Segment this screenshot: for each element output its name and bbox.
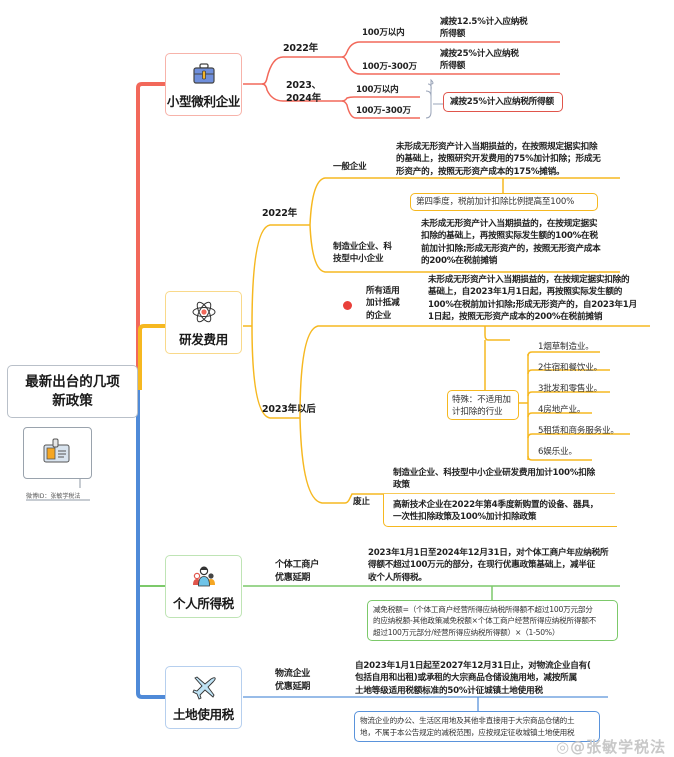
airplane-icon xyxy=(191,676,216,700)
abolished-item[interactable]: 制造业企业、科技型中小企业研发费用加计100%扣除 政策 xyxy=(393,468,596,491)
industry-item[interactable]: 4房地产业。 xyxy=(538,405,586,415)
abolished-frame xyxy=(383,494,617,527)
atom-icon xyxy=(192,301,215,323)
industry-item[interactable]: 6娱乐业。 xyxy=(538,447,577,457)
exclusion-text: 物流企业的办公、生活区用地及其他非直接用于大宗商品仓储的土 地，不属于本公告规定… xyxy=(360,716,575,737)
industry-item[interactable]: 3批发和零售业。 xyxy=(538,384,603,394)
leaf-label[interactable]: 个体工商户 优惠延期 xyxy=(275,560,320,583)
id-badge xyxy=(23,427,92,479)
industry-item[interactable]: 5租赁和商务服务业。 xyxy=(538,426,619,436)
leaf-label[interactable]: 制造业企业、科 技型中小企业 xyxy=(333,242,392,265)
rnd-lines xyxy=(243,177,650,504)
id-card-icon xyxy=(43,438,70,463)
category-title: 研发费用 xyxy=(179,332,228,347)
leaf-label[interactable]: 100万以内 xyxy=(356,85,399,95)
note-text: 第四季度，税前加计扣除比例提高至100% xyxy=(416,197,575,207)
formula-text: 减免税额=（个体工商户经营所得应纳税所得额不超过100万元部分 的应纳税额-其他… xyxy=(373,605,597,637)
leaf-label[interactable]: 物流企业 优惠延期 xyxy=(275,669,311,692)
category-title: 个人所得税 xyxy=(172,596,234,611)
land-lines xyxy=(243,696,608,711)
leaf-rule[interactable]: 自2023年1月1日起至2027年12月31日止，对物流企业自有( 包括自用和出… xyxy=(355,661,591,696)
category-rnd[interactable]: 研发费用 xyxy=(165,291,242,354)
branch-2022[interactable]: 2022年 xyxy=(283,43,318,54)
leaf-rule[interactable]: 减按25%计入应纳税 所得额 xyxy=(440,49,519,72)
root-topic[interactable]: 最新出台的几项 新政策 xyxy=(7,365,138,418)
note-box[interactable]: 第四季度，税前加计扣除比例提高至100% xyxy=(410,193,598,211)
branch-2023-later[interactable]: 2023年以后 xyxy=(262,404,316,415)
summary-box[interactable]: 减按25%计入应纳税所得额 xyxy=(443,92,563,112)
watermark: ◎@张敏学税法 xyxy=(556,738,667,756)
leaf-rule[interactable]: 未形成无形资产计入当期损益的，在按规定据实 扣除的基础上，再按照实际发生额的10… xyxy=(421,219,601,267)
trunk-yellow xyxy=(138,324,165,390)
small-micro-lines xyxy=(243,41,560,119)
branch-2023-2024[interactable]: 2023、 2024年 xyxy=(286,80,321,104)
branch-2022[interactable]: 2022年 xyxy=(262,208,297,219)
category-title: 小型微利企业 xyxy=(166,94,241,109)
leaf-rule[interactable]: 减按12.5%计入应纳税 所得额 xyxy=(440,17,528,40)
leaf-rule[interactable]: 未形成无形资产计入当期损益的，在按照规定据实扣除 的基础上，按照研究开发费用的7… xyxy=(396,142,601,177)
leaf-label[interactable]: 100万-300万 xyxy=(356,106,411,116)
special-industries-box[interactable]: 特殊：不适用加 计扣除的行业 xyxy=(447,390,519,420)
category-land[interactable]: 土地使用税 xyxy=(165,666,242,729)
leaf-label[interactable]: 一般企业 xyxy=(333,162,367,172)
people-icon xyxy=(192,566,215,587)
leaf-label[interactable]: 100万-300万 xyxy=(362,62,417,72)
trunk-blue xyxy=(136,390,165,699)
briefcase-icon xyxy=(192,63,215,84)
leaf-label[interactable]: 100万以内 xyxy=(362,28,405,38)
personal-lines xyxy=(243,585,620,600)
leaf-label[interactable]: 所有适用 加计抵减 的企业 xyxy=(366,286,400,321)
weibo-id-label: 微博ID：张敏学税法 xyxy=(26,493,81,500)
leaf-rule[interactable]: 2023年1月1日至2024年12月31日，对个体工商户年应纳税所 得额不超过1… xyxy=(368,548,609,583)
badge-underline xyxy=(26,478,90,501)
special-label: 特殊：不适用加 计扣除的行业 xyxy=(452,395,511,418)
category-title: 土地使用税 xyxy=(172,707,234,722)
abolished-item[interactable]: 高新技术企业在2022年第4季度新购置的设备、器具， 一次性扣除政策及100%加… xyxy=(393,500,599,523)
leaf-label[interactable]: 废止 xyxy=(353,497,370,507)
exclusion-note-box[interactable]: 物流企业的办公、生活区用地及其他非直接用于大宗商品仓储的土 地，不属于本公告规定… xyxy=(354,711,600,742)
category-small-micro[interactable]: 小型微利企业 xyxy=(165,53,242,116)
bracket-line xyxy=(425,78,434,119)
leaf-rule[interactable]: 未形成无形资产计入当期损益的，在按规定据实扣除的 基础上，自2023年1月1日起… xyxy=(428,275,637,323)
industry-item[interactable]: 2住宿和餐饮业。 xyxy=(538,363,603,373)
industry-item[interactable]: 1烟草制造业。 xyxy=(538,342,594,352)
formula-note-box[interactable]: 减免税额=（个体工商户经营所得应纳税所得额不超过100万元部分 的应纳税额-其他… xyxy=(367,600,618,641)
category-personal[interactable]: 个人所得税 xyxy=(165,555,242,618)
summary-text: 减按25%计入应纳税所得额 xyxy=(450,97,554,107)
priority-marker-icon xyxy=(343,301,352,310)
trunk-red xyxy=(136,82,165,390)
